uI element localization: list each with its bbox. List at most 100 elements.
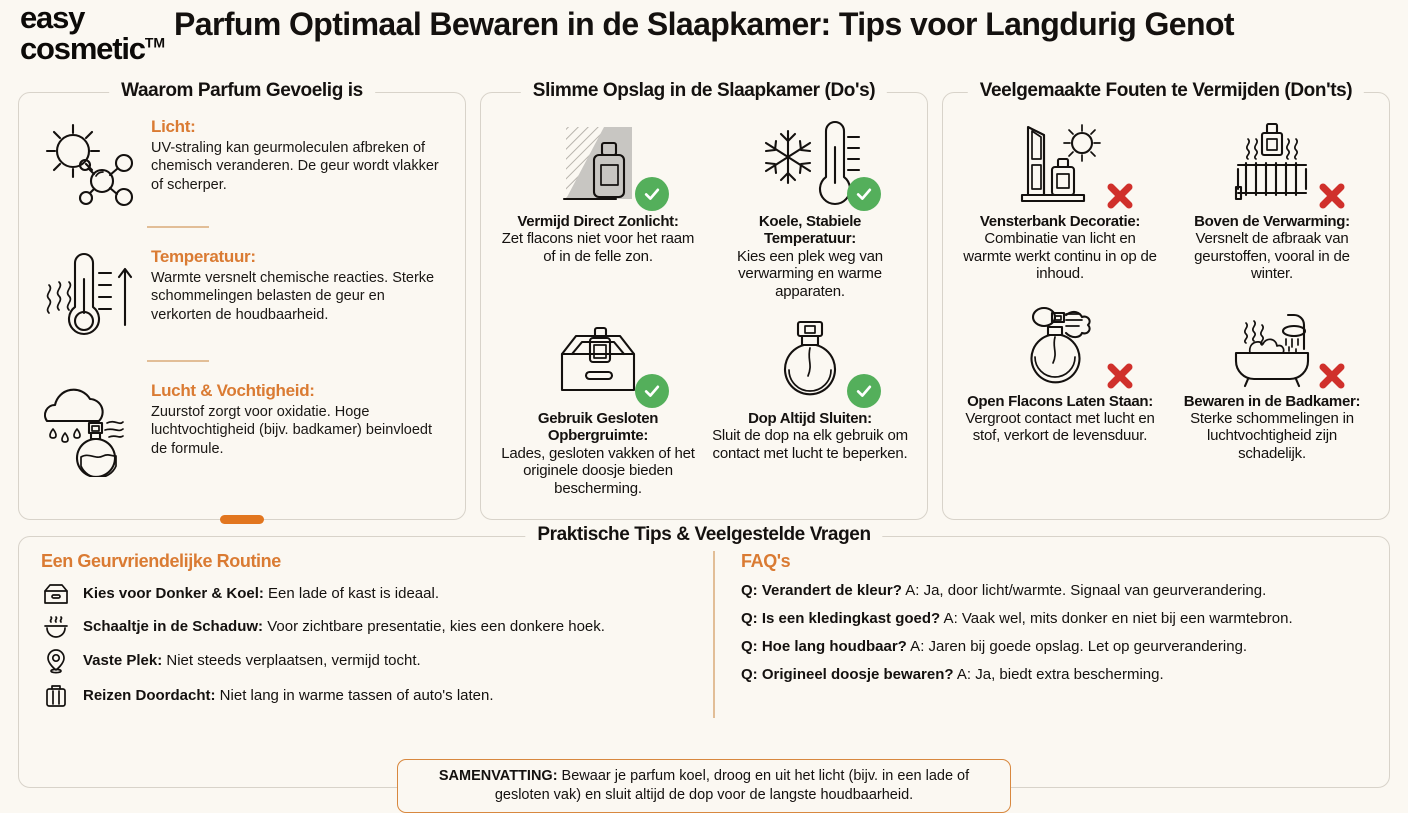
summary-text: Bewaar je parfum koel, droog en uit het …	[494, 768, 970, 804]
faq-question: Q: Hoe lang houdbaar?	[741, 637, 907, 655]
bottom-columns: Een Geurvriendelijke Routine Kies voor D…	[41, 550, 1367, 718]
do-item-cool-temperature: Koele, Stabiele Temperatuur: Kies een pl…	[707, 113, 913, 308]
shade-bottle-icon	[499, 117, 697, 213]
faq-item: Q: Hoe lang houdbaar? A: Jaren bij goede…	[741, 638, 1367, 656]
tip-body: Niet lang in warme tassen of auto's late…	[215, 686, 494, 704]
check-badge	[635, 373, 669, 408]
do-heading: Dop Altijd Sluiten:	[748, 409, 872, 427]
cross-badge	[1103, 359, 1137, 393]
faq-answer: A: Ja, biedt extra bescherming.	[953, 665, 1164, 683]
tip-body: Voor zichtbare presentatie, kies een don…	[263, 617, 605, 635]
tip-text: Schaaltje in de Schaduw: Voor zichtbare …	[83, 618, 605, 636]
brand-line-1: easy	[20, 0, 85, 35]
cross-badge	[1315, 179, 1349, 213]
brand-line-2: cosmeticTM	[20, 31, 166, 66]
panel-row: Waarom Parfum Gevoelig is	[0, 80, 1408, 524]
faq-item: Q: Is een kledingkast goed? A: Vaak wel,…	[741, 610, 1367, 628]
snowflake-thermometer-icon	[711, 117, 909, 213]
panel-why-title: Waarom Parfum Gevoelig is	[109, 80, 375, 102]
location-pin-icon	[41, 648, 71, 674]
panel-donts-title: Veelgemaakte Fouten te Vermijden (Don'ts…	[967, 80, 1365, 102]
faq-answer: A: Vaak wel, mits donker en niet bij een…	[940, 609, 1293, 627]
tip-fixed-spot: Vaste Plek: Niet steeds verplaatsen, ver…	[41, 648, 695, 674]
do-body: Sluit de dop na elk gebruik om contact m…	[712, 427, 908, 462]
tip-body: Niet steeds verplaatsen, vermijd tocht.	[162, 651, 421, 669]
routine-heading: Een Geurvriendelijke Routine	[41, 550, 281, 571]
why-heading: Lucht & Vochtigheid:	[151, 381, 315, 400]
brand-logo: easy cosmeticTM	[20, 2, 165, 64]
window-sun-bottle-icon	[961, 117, 1159, 213]
tip-text: Reizen Doordacht: Niet lang in warme tas…	[83, 687, 494, 705]
dont-item-open-flacons: Open Flacons Laten Staan: Vergroot conta…	[957, 293, 1163, 471]
why-divider	[147, 360, 209, 362]
dos-grid: Vermijd Direct Zonlicht: Zet flacons nie…	[495, 109, 913, 505]
do-item-closed-storage: Gebruik Gesloten Opbergruimte: Lades, ge…	[495, 310, 701, 505]
panel-mistakes-donts: Veelgemaakte Fouten te Vermijden (Don'ts…	[942, 80, 1390, 520]
check-badge	[635, 177, 669, 211]
cross-badge	[1103, 179, 1137, 213]
tip-travel: Reizen Doordacht: Niet lang in warme tas…	[41, 683, 695, 709]
faq-answer: A: Jaren bij goede opslag. Let op geurve…	[906, 637, 1248, 655]
trademark-symbol: TM	[144, 34, 166, 51]
why-item-text: Licht: UV-straling kan geurmoleculen afb…	[151, 115, 447, 194]
tip-label: Schaaltje in de Schaduw:	[83, 617, 264, 635]
why-item-humidity: Lucht & Vochtigheid: Zuurstof zorgt voor…	[33, 373, 451, 481]
dont-heading: Boven de Verwarming:	[1194, 213, 1350, 230]
faq-item: Q: Verandert de kleur? A: Ja, door licht…	[741, 582, 1367, 600]
tip-label: Reizen Doordacht:	[83, 686, 216, 704]
panel-bottom-title: Praktische Tips & Veelgestelde Vragen	[525, 523, 883, 546]
why-item-text: Temperatuur: Warmte versnelt chemische r…	[151, 245, 447, 324]
open-spray-bottle-icon	[961, 297, 1159, 393]
bottom-section: Praktische Tips & Veelgestelde Vragen Ee…	[0, 520, 1408, 813]
page-title: Parfum Optimaal Bewaren in de Slaapkamer…	[174, 6, 1235, 42]
dont-body: Versnelt de afbraak van geurstoffen, voo…	[1194, 230, 1350, 283]
tip-text: Vaste Plek: Niet steeds verplaatsen, ver…	[83, 652, 421, 670]
cross-badge	[1315, 359, 1349, 393]
tip-dark-cool: Kies voor Donker & Koel: Een lade of kas…	[41, 582, 695, 606]
panel-practical-tips-faq: Praktische Tips & Veelgestelde Vragen Ee…	[18, 523, 1390, 813]
dont-item-above-radiator: Boven de Verwarming: Versnelt de afbraak…	[1169, 113, 1375, 291]
dont-item-windowsill: Vensterbank Decoratie: Combinatie van li…	[957, 113, 1163, 291]
do-body: Lades, gesloten vakken of het originele …	[501, 444, 695, 497]
suitcase-icon	[41, 683, 71, 709]
faq-column: FAQ's Q: Verandert de kleur? A: Ja, door…	[713, 550, 1367, 718]
thermometer-heat-icon	[37, 245, 137, 345]
donts-grid: Vensterbank Decoratie: Combinatie van li…	[957, 109, 1375, 470]
bowl-steam-icon	[41, 615, 71, 639]
faq-answer: A: Ja, door licht/warmte. Signaal van ge…	[901, 581, 1267, 599]
faq-question: Q: Verandert de kleur?	[741, 581, 902, 599]
faq-heading: FAQ's	[741, 550, 791, 571]
cloud-humidity-bottle-icon	[37, 379, 137, 477]
dont-item-bathroom: Bewaren in de Badkamer: Sterke schommeli…	[1169, 293, 1375, 471]
do-body: Zet flacons niet voor het raam of in de …	[501, 230, 695, 265]
summary-label: SAMENVATTING:	[438, 768, 558, 785]
panel-smart-storage-dos: Slimme Opslag in de Slaapkamer (Do's)	[480, 80, 928, 520]
do-heading: Vermijd Direct Zonlicht:	[517, 213, 679, 230]
radiator-bottle-icon	[1173, 117, 1371, 213]
drawer-box-icon	[499, 314, 697, 410]
tip-bowl-shade: Schaaltje in de Schaduw: Voor zichtbare …	[41, 615, 695, 639]
why-body: Zuurstof zorgt voor oxidatie. Hoge lucht…	[151, 404, 433, 457]
check-badge	[847, 373, 881, 408]
dont-body: Vergroot contact met lucht en stof, verk…	[965, 409, 1155, 445]
panel-dos-title: Slimme Opslag in de Slaapkamer (Do's)	[520, 80, 888, 102]
closed-bottle-cap-icon	[711, 314, 909, 410]
do-body: Kies een plek weg van verwarming en warm…	[737, 247, 883, 300]
summary-box: SAMENVATTING: Bewaar je parfum koel, dro…	[397, 759, 1011, 813]
why-item-light: Licht: UV-straling kan geurmoleculen afb…	[33, 109, 451, 215]
routine-column: Een Geurvriendelijke Routine Kies voor D…	[41, 551, 713, 718]
why-item-text: Lucht & Vochtigheid: Zuurstof zorgt voor…	[151, 379, 447, 458]
why-divider	[147, 226, 209, 228]
why-body: Warmte versnelt chemische reacties. Ster…	[151, 270, 435, 323]
tip-body: Een lade of kast is ideaal.	[263, 584, 439, 602]
do-item-avoid-sunlight: Vermijd Direct Zonlicht: Zet flacons nie…	[495, 113, 701, 308]
dont-body: Sterke schommelingen in luchtvochtigheid…	[1190, 409, 1354, 462]
tip-text: Kies voor Donker & Koel: Een lade of kas…	[83, 585, 439, 603]
bathtub-shower-icon	[1173, 297, 1371, 393]
tip-label: Vaste Plek:	[83, 651, 163, 669]
do-heading: Koele, Stabiele Temperatuur:	[758, 213, 862, 248]
dont-heading: Vensterbank Decoratie:	[979, 213, 1141, 230]
do-item-close-cap: Dop Altijd Sluiten: Sluit de dop na elk …	[707, 310, 913, 505]
sun-molecule-icon	[37, 115, 137, 211]
why-item-temperature: Temperatuur: Warmte versnelt chemische r…	[33, 239, 451, 349]
